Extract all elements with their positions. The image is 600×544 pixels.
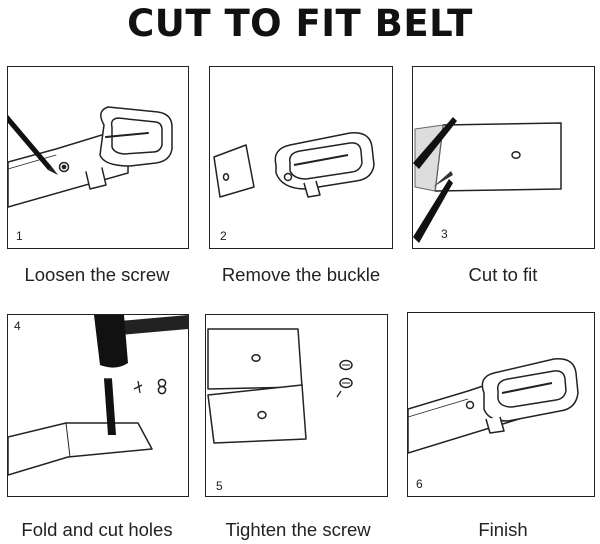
step-6-panel: 6 <box>407 312 595 497</box>
step-3-number: 3 <box>441 227 448 241</box>
step-6-illustration <box>408 313 594 496</box>
step-2-number: 2 <box>220 229 227 243</box>
step-3-illustration <box>413 67 594 248</box>
step-5-caption: Tighten the screw <box>198 519 398 541</box>
step-5-illustration <box>206 315 387 496</box>
step-4-illustration <box>8 315 188 496</box>
step-1-panel: 1 <box>7 66 189 249</box>
diagram-title: CUT TO FIT BELT <box>0 2 600 45</box>
step-2-caption: Remove the buckle <box>201 264 401 286</box>
step-3-caption: Cut to fit <box>403 264 600 286</box>
step-5-panel: 5 <box>205 314 388 497</box>
step-6-caption: Finish <box>403 519 600 541</box>
step-3-panel: 3 <box>412 66 595 249</box>
step-1-illustration <box>8 67 188 248</box>
step-6-number: 6 <box>416 477 423 491</box>
step-1-caption: Loosen the screw <box>0 264 197 286</box>
step-4-caption: Fold and cut holes <box>0 519 197 541</box>
step-1-number: 1 <box>16 229 23 243</box>
step-4-panel: 4 <box>7 314 189 497</box>
step-4-number: 4 <box>14 319 21 333</box>
step-2-illustration <box>210 67 392 248</box>
step-5-number: 5 <box>216 479 223 493</box>
step-2-panel: 2 <box>209 66 393 249</box>
